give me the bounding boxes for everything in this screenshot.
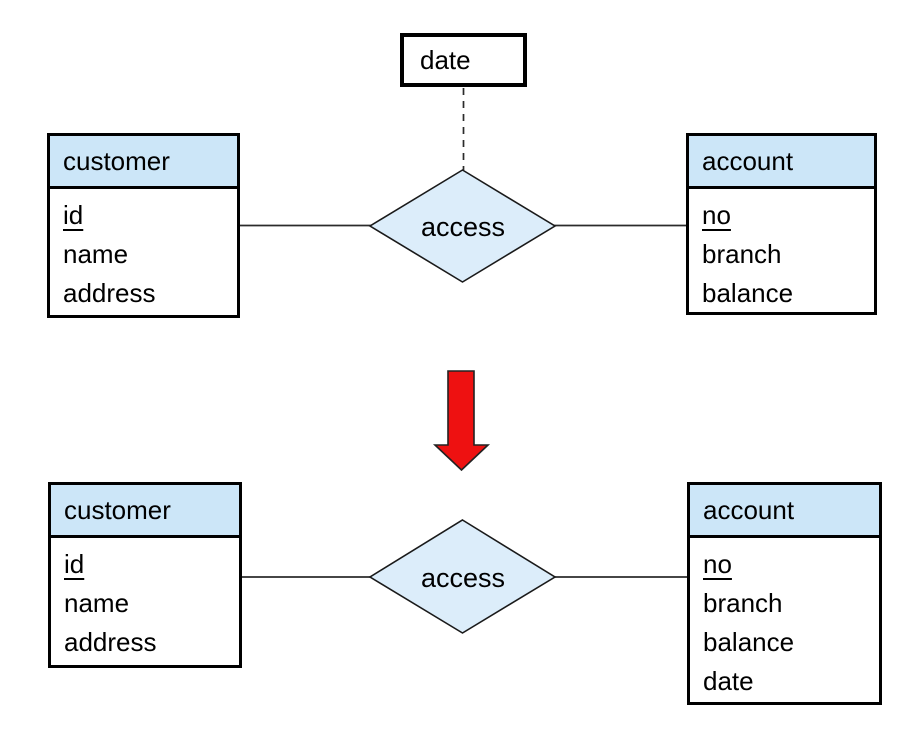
entity-attribute: branch [702,239,782,269]
entity-attribute-key: no [702,200,731,230]
entity-attribute: address [63,278,156,308]
entity-attribute-list: no branch balance date [690,538,879,701]
relationship-diamond-before [368,169,557,283]
entity-attribute: branch [703,588,783,618]
entity-attribute-list: no branch balance [689,189,874,313]
relationship-label-before: access [421,212,505,242]
entity-attribute: name [64,588,130,618]
entity-attribute: date [703,666,754,696]
entity-attribute: address [64,627,157,657]
attribute-box-date: date [400,33,527,87]
entity-customer-after: customer id name address [48,482,242,668]
entity-title: account [689,136,874,189]
entity-title: customer [50,136,237,189]
entity-attribute-key: no [703,549,732,579]
entity-attribute: balance [703,627,795,657]
entity-title: customer [51,485,239,538]
entity-attribute-key: id [64,549,85,579]
entity-account-after: account no branch balance date [687,482,882,705]
entity-attribute-list: id name address [50,189,237,313]
relationship-label-after: access [421,563,505,593]
entity-account-before: account no branch balance [686,133,877,315]
entity-attribute: balance [702,278,794,308]
entity-customer-before: customer id name address [47,133,240,318]
entity-attribute-list: id name address [51,538,239,662]
entity-attribute: name [63,239,129,269]
entity-attribute-key: id [63,200,84,230]
entity-title: account [690,485,879,538]
arrow-down-icon [432,370,491,472]
relationship-diamond-after [368,519,557,634]
